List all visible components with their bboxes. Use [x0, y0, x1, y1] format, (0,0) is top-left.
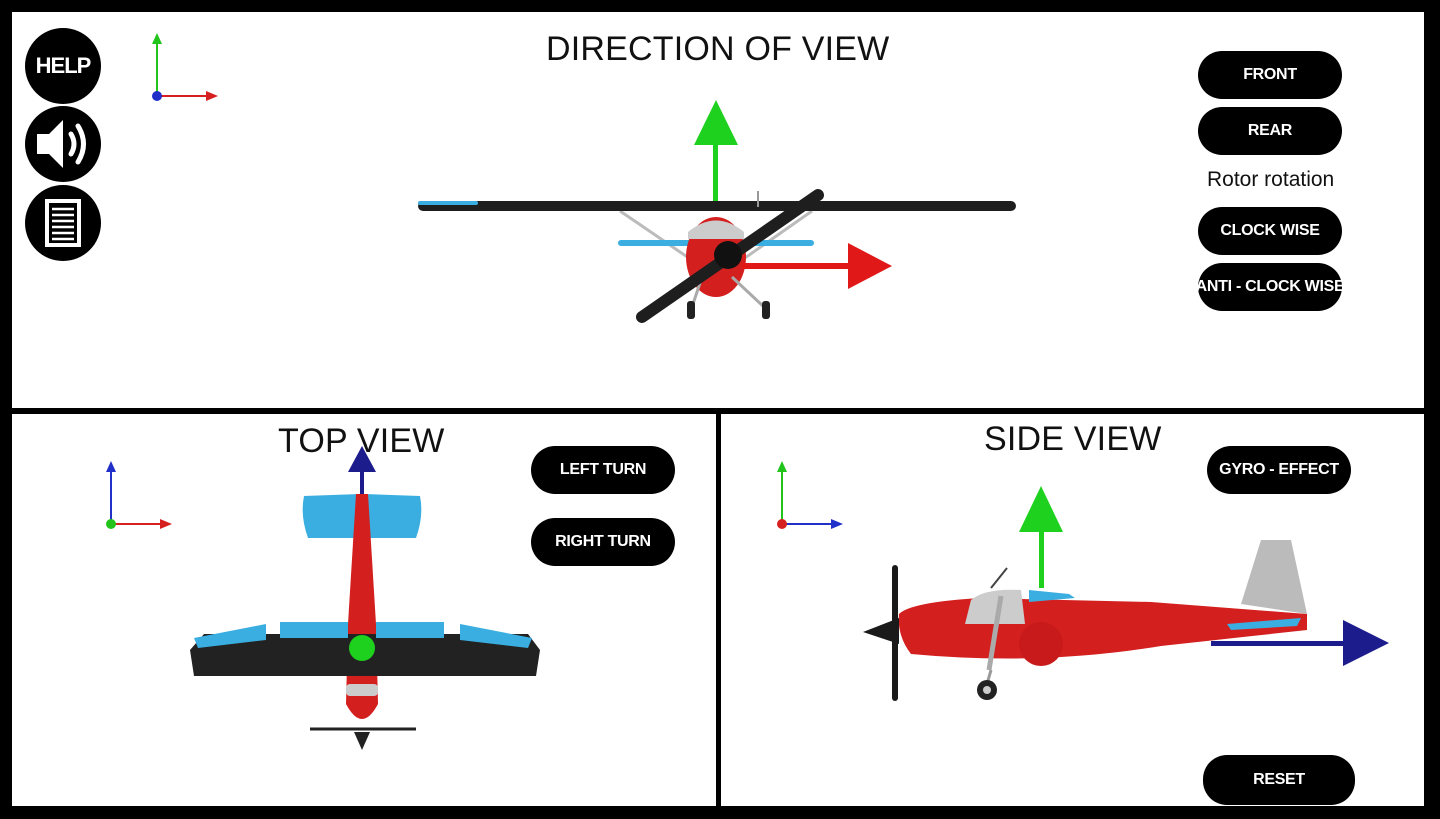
- clockwise-button[interactable]: CLOCK WISE: [1198, 207, 1342, 255]
- front-button[interactable]: FRONT: [1198, 51, 1342, 99]
- airplane-front-model: [418, 100, 1016, 323]
- rear-button[interactable]: REAR: [1198, 107, 1342, 155]
- right-turn-button[interactable]: RIGHT TURN: [531, 518, 675, 566]
- direction-of-view-panel: DIRECTION OF VIEW HELP: [12, 12, 1424, 408]
- document-icon: [45, 199, 81, 247]
- left-turn-button[interactable]: LEFT TURN: [531, 446, 675, 494]
- direction-of-view-title: DIRECTION OF VIEW: [546, 30, 890, 68]
- axis-gizmo: [152, 33, 218, 101]
- help-button[interactable]: HELP: [25, 28, 101, 104]
- rotor-rotation-label: Rotor rotation: [1207, 168, 1335, 191]
- side-view-title: SIDE VIEW: [984, 420, 1162, 458]
- axis-gizmo: [106, 461, 172, 529]
- gyro-effect-button[interactable]: GYRO - EFFECT: [1207, 446, 1351, 494]
- notes-button[interactable]: [25, 185, 101, 261]
- side-view-panel: SIDE VIEW GYRO - EFF: [721, 414, 1424, 806]
- speaker-icon: [37, 120, 86, 168]
- top-view-panel: TOP VIEW LEFT TURN RIGHT TURN: [12, 414, 716, 806]
- axis-gizmo: [777, 461, 843, 529]
- airplane-side-model: [863, 486, 1389, 701]
- reset-button[interactable]: RESET: [1203, 755, 1355, 805]
- airplane-top-model: [190, 446, 540, 750]
- sound-button[interactable]: [25, 106, 101, 182]
- anticlockwise-button[interactable]: ANTI - CLOCK WISE: [1196, 263, 1345, 311]
